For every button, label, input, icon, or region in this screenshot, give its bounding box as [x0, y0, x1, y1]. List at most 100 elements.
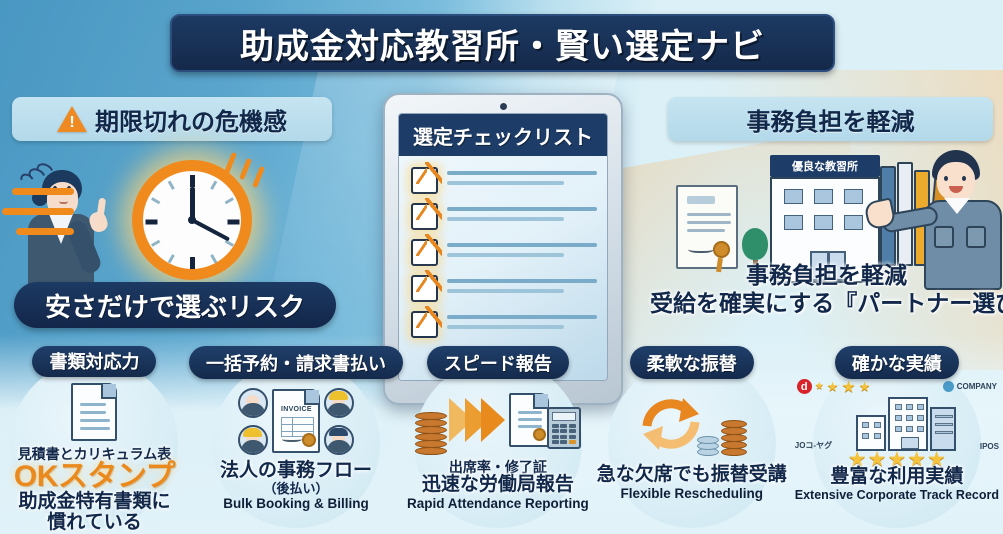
card-badge: 一括予約・請求書払い: [188, 346, 403, 379]
page-title: 助成金対応教習所・賢い選定ナビ: [170, 14, 835, 72]
card-english-label: Flexible Rescheduling: [620, 485, 764, 501]
card-badge: 書類対応力: [32, 346, 157, 377]
tablet-device: 選定チェックリスト: [383, 93, 623, 405]
checklist-item[interactable]: [411, 198, 597, 230]
card-badge-label: 一括予約・請求書払い: [205, 353, 386, 374]
logo-ipos-label: IPOS: [979, 441, 999, 451]
feature-card-rescheduling[interactable]: 柔軟な振替: [593, 344, 791, 534]
seal-icon: [713, 241, 730, 258]
checklist-item[interactable]: [411, 234, 597, 266]
right-section-header: 事務負担を軽減: [668, 97, 993, 141]
buildings-icon: [855, 396, 956, 451]
warning-triangle-icon: [57, 106, 87, 132]
certificate-icon: [676, 185, 738, 269]
card-english-label: Extensive Corporate Track Record: [794, 487, 999, 502]
calculator-icon: [546, 407, 581, 449]
avatar: [323, 387, 354, 418]
speed-mark: [239, 157, 252, 181]
card-text: 急な欠席でも振替受講 Flexible Rescheduling: [593, 464, 791, 501]
tablet-screen: 選定チェックリスト: [398, 113, 608, 381]
card-badge: 柔軟な振替: [629, 346, 754, 379]
checklist-header: 選定チェックリスト: [399, 114, 607, 156]
coins-icon: [720, 412, 747, 456]
coins-icon: [414, 407, 447, 455]
signature-icon: [688, 244, 714, 253]
feature-card-speed-report[interactable]: スピード報告: [403, 344, 593, 534]
staff-man-illustration: [863, 150, 1003, 290]
card-text: 法人の事務フロー （後払い） Bulk Booking & Billing: [189, 460, 403, 512]
card-badge-label: 確かな実績: [851, 353, 942, 374]
checklist-item[interactable]: [411, 162, 597, 194]
speed-mark: [252, 165, 265, 189]
checkbox-checked-icon[interactable]: [411, 270, 442, 302]
motion-line: [2, 208, 74, 215]
card-badge-label: 柔軟な振替: [646, 353, 737, 374]
checklist-title: 選定チェックリスト: [413, 126, 593, 149]
clock-icon: [132, 160, 252, 280]
card-art: d ★ ★ ★ ★ COMPANY JOコ-ヤグ: [794, 378, 999, 471]
right-caption-line2: 受給を確実にする『パートナー選び』: [650, 290, 1003, 317]
card-title: 法人の事務フロー: [219, 460, 372, 481]
card-badge-label: スピード報告: [443, 353, 552, 374]
avatar: [237, 387, 268, 418]
motion-line: [12, 188, 74, 195]
logo-d-icon: d: [796, 379, 812, 394]
checkbox-checked-icon[interactable]: [411, 306, 442, 338]
card-text: 見積書とカリキュラム表 OKスタンプ 助成金特有書類に 慣れている: [0, 446, 189, 534]
company-swirl-icon: [942, 381, 954, 392]
avatar: [323, 424, 354, 455]
card-art: [403, 381, 593, 459]
feature-card-bulk-booking[interactable]: 一括予約・請求書払い INVOICE: [188, 344, 403, 534]
checklist-item-lines: [447, 167, 597, 191]
card-english-label: Rapid Attendance Reporting: [406, 495, 589, 511]
card-title-line2: 慣れている: [47, 512, 142, 534]
card-highlight: OKスタンプ: [13, 460, 176, 494]
document-icon: [71, 383, 118, 442]
left-risk-banner: 安さだけで選ぶリスク: [14, 282, 336, 328]
motion-line: [16, 228, 74, 235]
building-illustration: 優良な教習所: [768, 155, 882, 283]
checkbox-checked-icon[interactable]: [411, 198, 442, 230]
feature-card-track-record[interactable]: 確かな実績 d ★ ★ ★ ★ COMPANY: [791, 344, 1003, 534]
checklist-item-lines: [447, 311, 597, 335]
card-title: 豊富な利用実績: [830, 466, 964, 487]
feature-card-documents[interactable]: 書類対応力 見積書とカリキュラム表 OKスタンプ 助成金特有書類に 慣れている: [0, 344, 189, 534]
checklist-body: [399, 156, 607, 380]
checklist-item-lines: [447, 239, 597, 263]
card-subtitle: 出席率・修了証: [448, 459, 547, 475]
card-english-label: Bulk Booking & Billing: [223, 496, 369, 512]
card-badge-label: 書類対応力: [49, 352, 140, 373]
circular-arrows-icon: [642, 398, 700, 450]
card-title: 助成金特有書類に: [18, 491, 171, 513]
coins-icon: [696, 434, 719, 456]
card-title: 迅速な労働局報告: [421, 474, 574, 496]
card-art: [0, 379, 189, 446]
card-art: [593, 381, 791, 465]
checklist-item-lines: [447, 275, 597, 299]
left-section-header-label: 期限切れの危機感: [95, 108, 287, 136]
card-art: INVOICE: [189, 381, 403, 461]
checklist-item-lines: [447, 203, 597, 227]
checklist-item[interactable]: [411, 306, 597, 338]
certificate-icon: [508, 393, 549, 447]
right-caption: 事務負担を軽減 受給を確実にする『パートナー選び』: [650, 262, 1003, 318]
card-text: 出席率・修了証 迅速な労働局報告 Rapid Attendance Report…: [403, 459, 593, 512]
invoice-icon: INVOICE: [271, 389, 320, 453]
card-title-note: （後払い）: [263, 480, 329, 496]
invoice-label: INVOICE: [280, 406, 312, 413]
right-section-header-label: 事務負担を軽減: [746, 108, 915, 136]
card-badge: スピード報告: [426, 346, 569, 379]
logo-jo-label: JOコ-ヤグ: [794, 440, 833, 450]
camera-icon: [499, 103, 507, 110]
left-risk-banner-text: 安さだけで選ぶリスク: [44, 291, 305, 322]
checklist-item[interactable]: [411, 270, 597, 302]
page-title-text: 助成金対応教習所・賢い選定ナビ: [240, 27, 765, 66]
building-sign-label: 優良な教習所: [792, 161, 858, 173]
seal-icon: [301, 433, 316, 447]
left-section-header: 期限切れの危機感: [12, 97, 332, 141]
checkbox-checked-icon[interactable]: [411, 234, 442, 266]
logo-company-label: COMPANY: [956, 382, 997, 391]
checkbox-checked-icon[interactable]: [411, 162, 442, 194]
feature-card-row: 書類対応力 見積書とカリキュラム表 OKスタンプ 助成金特有書類に 慣れている: [0, 344, 1003, 534]
